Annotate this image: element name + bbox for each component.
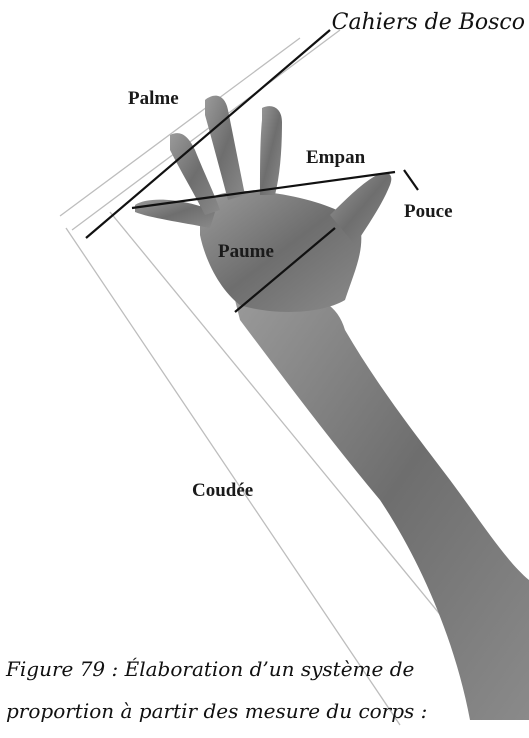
label-paume: Paume bbox=[218, 241, 274, 263]
label-coudee: Coudée bbox=[192, 480, 253, 502]
pouce-line bbox=[404, 170, 418, 190]
figure-caption: Figure 79 : Élaboration d’un système de … bbox=[6, 648, 526, 732]
label-pouce: Pouce bbox=[404, 201, 453, 223]
source-watermark: Cahiers de Bosco bbox=[332, 10, 525, 35]
label-palme: Palme bbox=[128, 88, 179, 110]
little-finger bbox=[260, 106, 282, 195]
caption-line-1: Figure 79 : Élaboration d’un système de bbox=[6, 648, 526, 690]
label-empan: Empan bbox=[306, 147, 365, 169]
caption-line-2: proportion à partir des mesure du corps … bbox=[6, 690, 526, 732]
ring-finger bbox=[205, 96, 245, 200]
